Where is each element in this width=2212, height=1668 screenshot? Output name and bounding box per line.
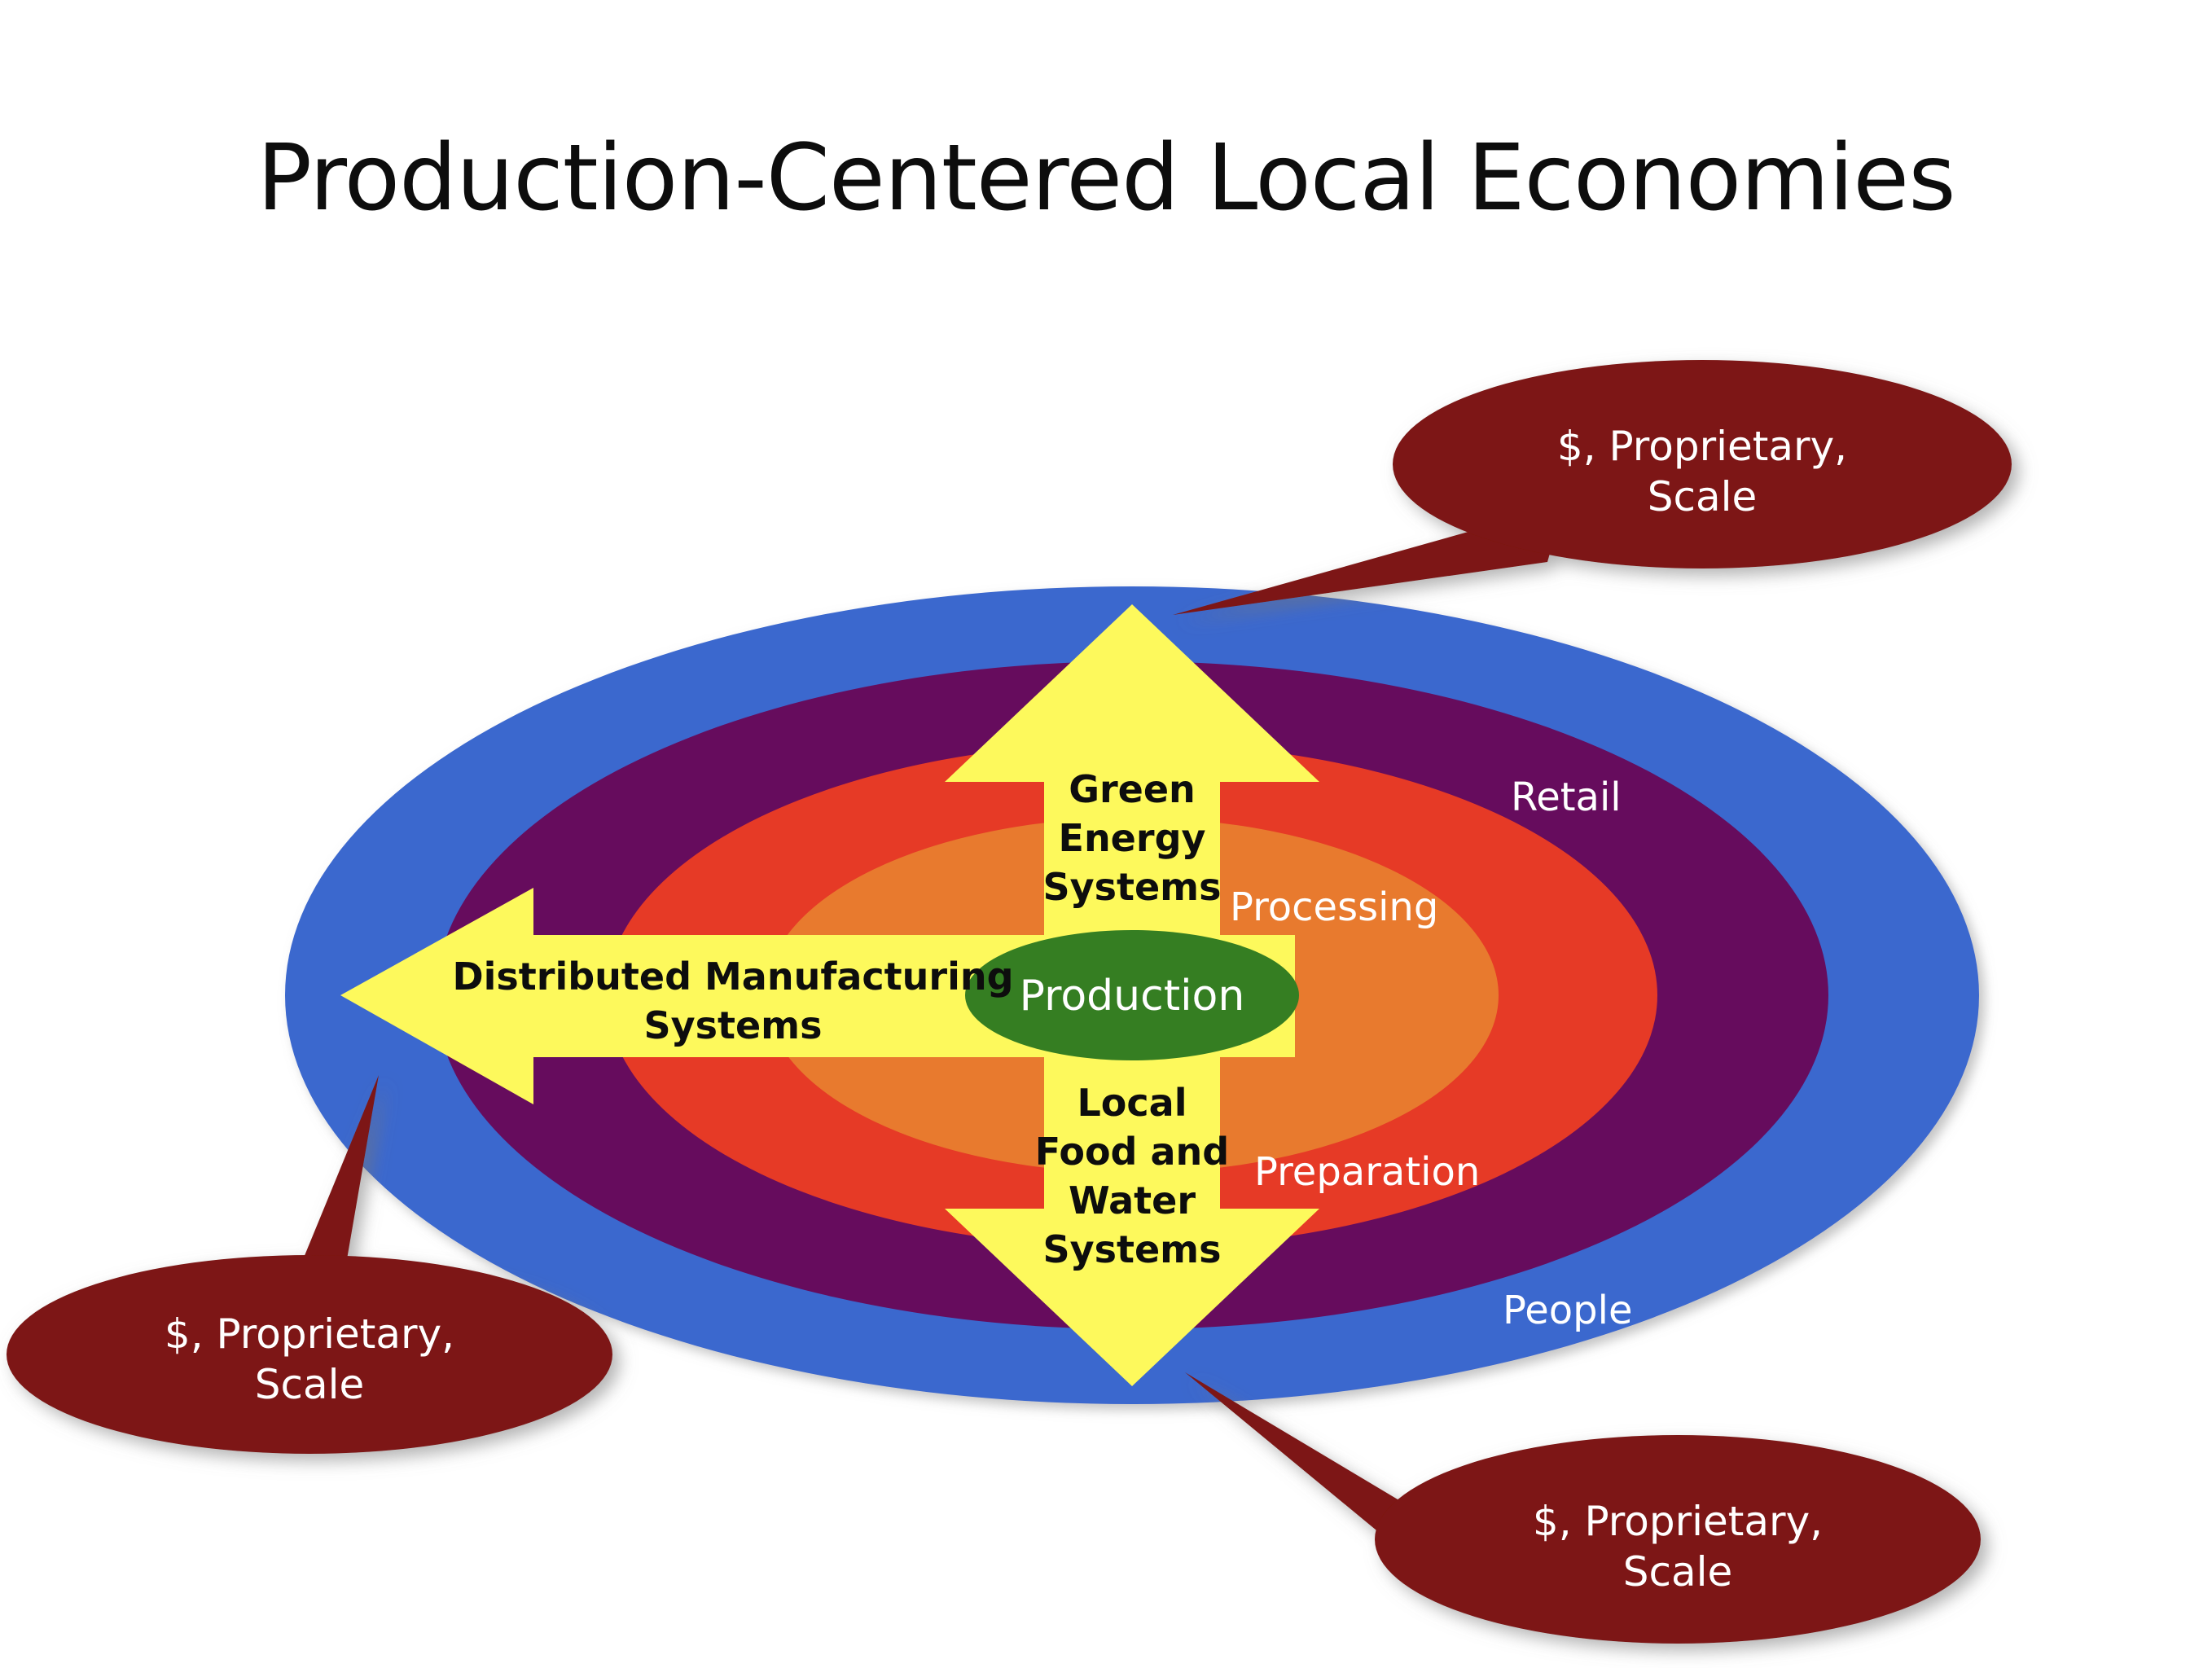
arrow-left-label-line2: Systems	[644, 1003, 823, 1047]
ring-label-retail: Retail	[1511, 775, 1622, 820]
ring-label-processing: Processing	[1230, 884, 1438, 930]
arrow-down-label-line2: Food and	[1035, 1130, 1229, 1174]
callout-top-right-line2: Scale	[1648, 473, 1758, 520]
arrow-left-label-line1: Distributed Manufacturing	[452, 955, 1013, 999]
callout-bottom-left-bubble[interactable]	[7, 1255, 612, 1454]
callout-bottom-left[interactable]	[7, 1075, 612, 1454]
callout-bottom-left-line2: Scale	[255, 1361, 365, 1408]
callout-bottom-right[interactable]	[1185, 1372, 1981, 1644]
callout-bottom-right-line1: $, Proprietary,	[1533, 1498, 1823, 1545]
ring-label-preparation: Preparation	[1254, 1149, 1480, 1195]
callout-bottom-right-bubble[interactable]	[1375, 1435, 1981, 1644]
page-title: Production-Centered Local Economies	[257, 125, 1955, 231]
ring-label-people: People	[1503, 1288, 1632, 1333]
callout-top-right-text: $, Proprietary, Scale	[1557, 423, 1847, 520]
callout-bottom-left-text: $, Proprietary, Scale	[165, 1310, 454, 1408]
arrow-down-label-line4: Systems	[1043, 1227, 1222, 1271]
callout-top-right-tail	[1173, 505, 1564, 615]
arrow-down-label-line1: Local	[1077, 1081, 1187, 1125]
callout-bottom-right-text: $, Proprietary, Scale	[1533, 1498, 1823, 1596]
core-label: Production	[1020, 972, 1245, 1021]
callout-top-right-line1: $, Proprietary,	[1557, 423, 1847, 470]
arrow-up-label-line2: Energy	[1059, 816, 1206, 860]
callout-bottom-left-tail	[285, 1075, 379, 1311]
callout-bottom-left-line1: $, Proprietary,	[165, 1310, 454, 1358]
arrow-down-label-line3: Water	[1069, 1179, 1196, 1222]
callout-bottom-right-line2: Scale	[1623, 1548, 1733, 1596]
arrow-up-label: Green Energy Systems	[1043, 767, 1222, 909]
callout-top-right-bubble[interactable]	[1393, 360, 2012, 568]
core-production-ellipse[interactable]	[965, 930, 1299, 1060]
arrow-down-label: Local Food and Water Systems	[1035, 1081, 1229, 1271]
arrow-left-label: Distributed Manufacturing Systems	[452, 955, 1013, 1047]
callout-top-right[interactable]	[1173, 360, 2012, 615]
arrow-up-label-line3: Systems	[1043, 865, 1222, 909]
arrow-up-label-line1: Green	[1069, 767, 1196, 811]
